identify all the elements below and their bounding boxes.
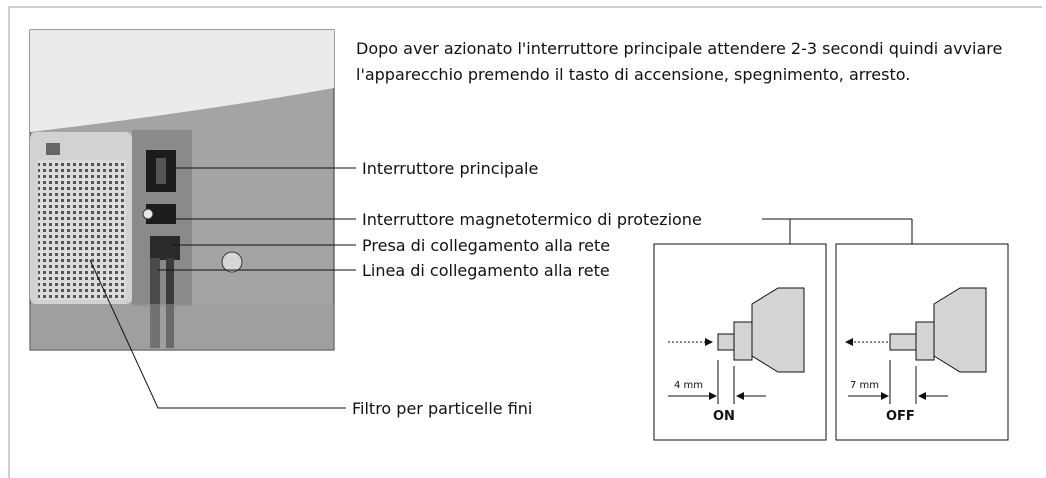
frame-left-border xyxy=(8,6,10,478)
breaker-switch xyxy=(146,204,176,224)
frame-top-border xyxy=(8,6,1042,8)
intro-paragraph: Dopo aver azionato l'interruttore princi… xyxy=(356,39,1003,84)
label-cable: Linea di collegamento alla rete xyxy=(362,261,610,280)
off-state: OFF xyxy=(886,409,915,424)
label-breaker: Interruttore magnetotermico di protezion… xyxy=(362,210,702,229)
power-socket xyxy=(150,236,180,260)
detail-on: 4 mm ON xyxy=(653,243,827,441)
callout-lines xyxy=(89,167,913,409)
label-socket: Presa di collegamento alla rete xyxy=(362,236,610,255)
label-filter: Filtro per particelle fini xyxy=(352,399,532,418)
label-main-switch: Interruttore principale xyxy=(362,159,538,178)
fine-particle-filter xyxy=(38,160,126,300)
on-measure: 4 mm xyxy=(674,380,703,391)
power-cable xyxy=(150,258,160,348)
detail-off: 7 mm OFF xyxy=(835,243,1009,441)
on-state: ON xyxy=(713,409,735,424)
off-measure: 7 mm xyxy=(850,380,879,391)
device-photo xyxy=(29,29,335,351)
badge-icon xyxy=(46,143,60,155)
